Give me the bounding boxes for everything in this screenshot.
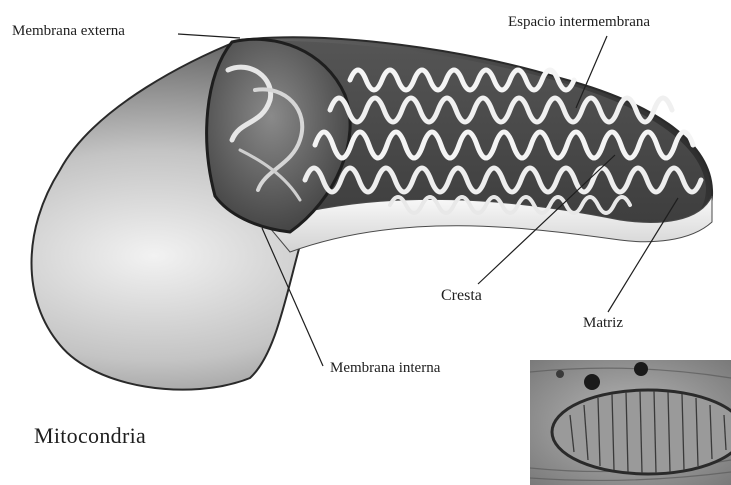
diagram-title: Mitocondria — [34, 423, 146, 449]
label-inner-membrane: Membrana interna — [330, 359, 440, 377]
micrograph-granule — [634, 362, 648, 376]
micrograph-granule — [556, 370, 564, 378]
leader-outer-membrane — [178, 34, 240, 38]
label-intermembrane-space: Espacio intermembrana — [508, 13, 650, 31]
micrograph-granule — [584, 374, 600, 390]
electron-micrograph-inset — [530, 360, 731, 485]
label-outer-membrane: Membrana externa — [12, 22, 125, 40]
label-crista: Cresta — [441, 287, 482, 305]
label-matrix: Matriz — [583, 314, 623, 332]
